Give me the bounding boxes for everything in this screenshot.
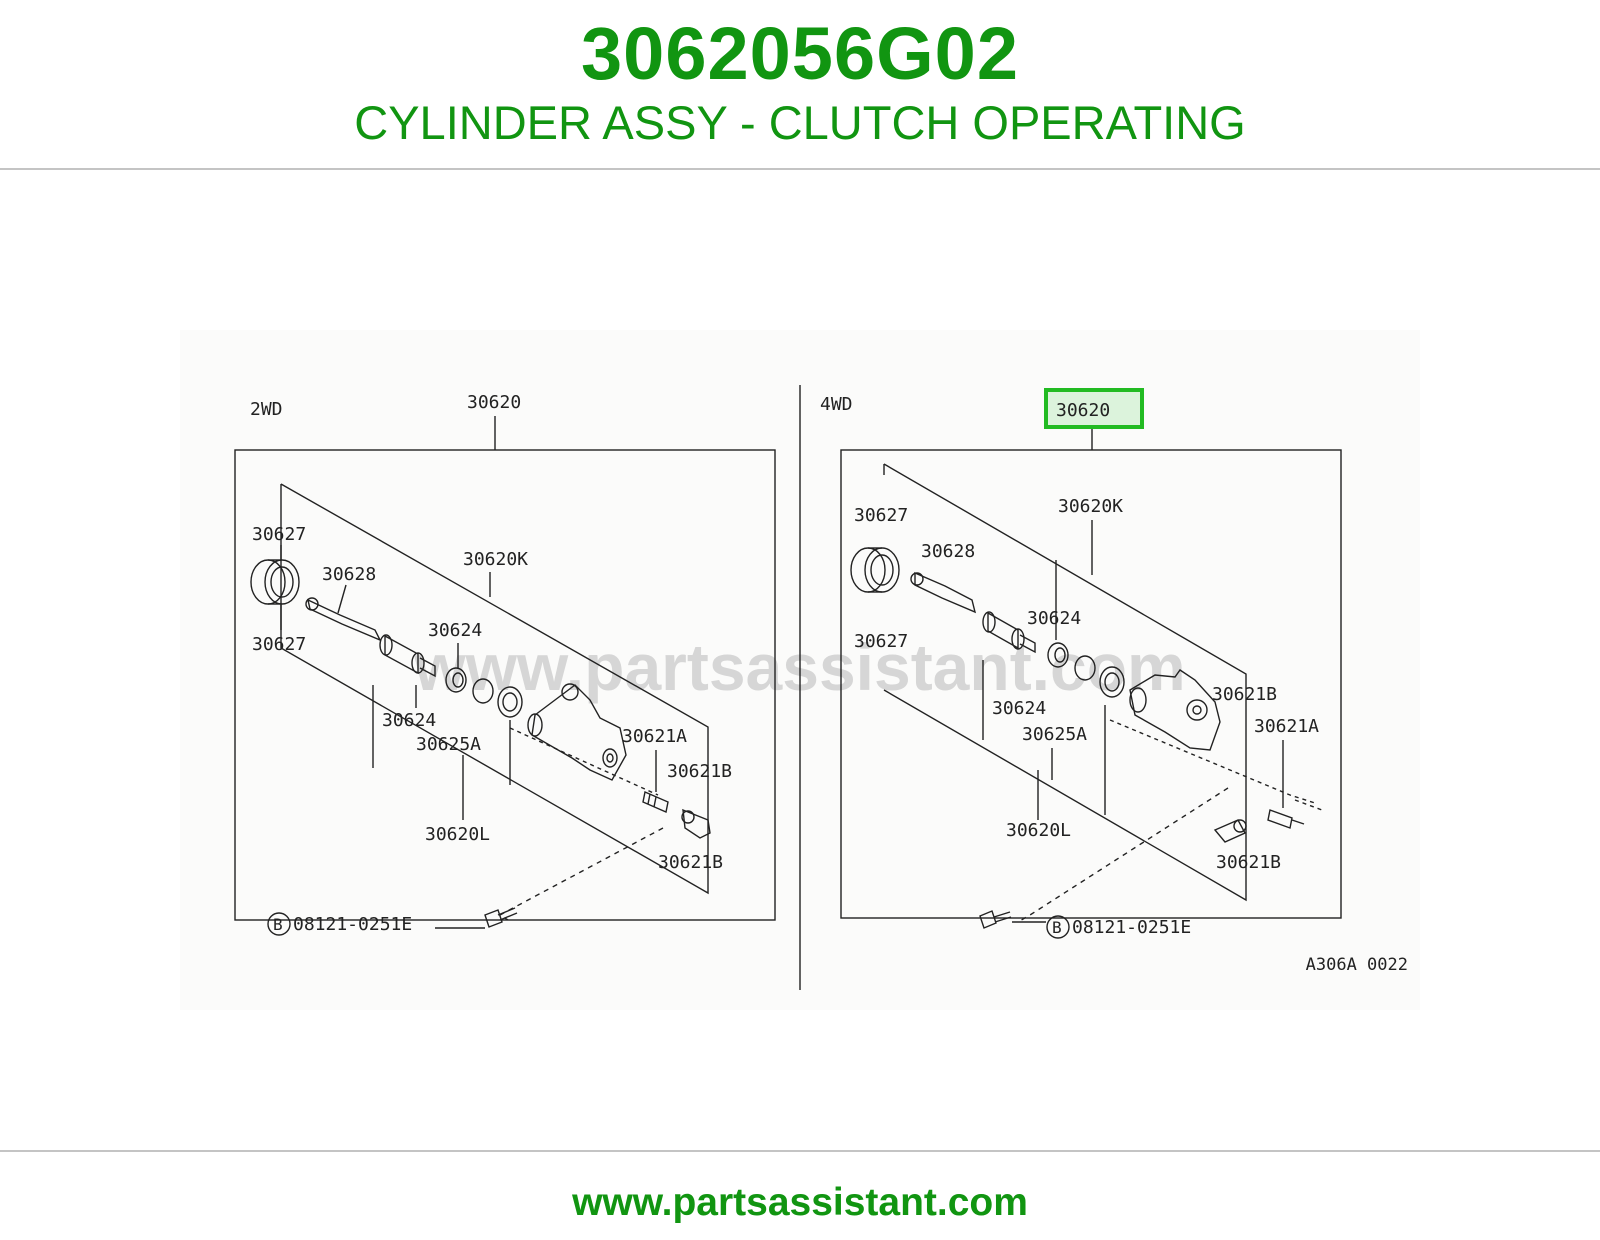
assembly-highlight-4wd[interactable] xyxy=(1044,388,1144,429)
part-name-subtitle: CYLINDER ASSY - CLUTCH OPERATING xyxy=(354,96,1246,149)
dust-boot-2wd[interactable] xyxy=(250,559,300,605)
cylinder-body-2wd[interactable] xyxy=(527,683,627,781)
label-piston-bottom-2wd[interactable]: 30624 xyxy=(382,710,436,731)
label-cup-4wd[interactable]: 30625A xyxy=(1022,724,1087,745)
assembly-label-2wd[interactable]: 30620 xyxy=(467,392,521,413)
label-bleeder-screw-4wd[interactable]: 30621A xyxy=(1254,716,1319,737)
assembly-label-4wd[interactable]: 30620 xyxy=(1056,400,1110,421)
panel-2wd: 2WD 30620 30627 30627 30628 xyxy=(234,392,776,936)
bleeder-cap-2wd[interactable] xyxy=(681,808,711,839)
bolt-marker-circle-4wd xyxy=(1046,915,1070,939)
figure-code: A306A 0022 xyxy=(1306,955,1408,975)
dust-boot-4wd[interactable] xyxy=(850,547,900,593)
assembly-frame-2wd xyxy=(234,449,776,921)
footer-divider xyxy=(0,1150,1600,1152)
label-bleeder-cap-top-4wd[interactable]: 30621B xyxy=(1212,684,1277,705)
assembly-frame-4wd xyxy=(840,449,1342,919)
kit-bracket-2wd xyxy=(280,483,709,895)
label-boot-top-4wd[interactable]: 30627 xyxy=(854,505,908,526)
label-piston-bottom-4wd[interactable]: 30624 xyxy=(992,698,1046,719)
label-boot-bottom-2wd[interactable]: 30627 xyxy=(252,634,306,655)
cup-seal-4wd[interactable] xyxy=(1099,666,1125,698)
bolt-marker-circle-2wd xyxy=(267,912,291,936)
variant-label-2wd: 2WD xyxy=(250,399,283,420)
label-boot-bottom-4wd[interactable]: 30627 xyxy=(854,631,908,652)
label-repair-kit-2wd[interactable]: 30620L xyxy=(425,824,490,845)
page-header: 3062056G02 CYLINDER ASSY - CLUTCH OPERAT… xyxy=(0,0,1600,168)
header-divider xyxy=(0,168,1600,170)
part-number-title: 3062056G02 xyxy=(581,12,1019,95)
bleeder-cap-4wd[interactable] xyxy=(1213,819,1247,843)
label-bleeder-screw-2wd[interactable]: 30621A xyxy=(622,726,687,747)
label-bleeder-cap-bottom-4wd[interactable]: 30621B xyxy=(1216,852,1281,873)
label-bleeder-cap-bottom-2wd[interactable]: 30621B xyxy=(658,852,723,873)
parts-diagram: www.partsassistant.com 2WD 30620 30627 3… xyxy=(180,330,1420,1010)
push-rod-2wd[interactable] xyxy=(305,597,382,642)
cup-seal-2wd[interactable] xyxy=(497,686,523,718)
seal-ring-4wd[interactable] xyxy=(1074,655,1096,681)
piston-4wd[interactable] xyxy=(982,611,1036,654)
piston-2wd[interactable] xyxy=(379,634,436,678)
label-boot-top-2wd[interactable]: 30627 xyxy=(252,524,306,545)
cylinder-body-4wd[interactable] xyxy=(1129,669,1221,751)
mounting-bolt-2wd[interactable] xyxy=(484,907,518,928)
bolt-part-2wd[interactable]: 08121-0251E xyxy=(293,914,412,935)
label-push-rod-2wd[interactable]: 30628 xyxy=(322,564,376,585)
label-kit-2wd[interactable]: 30620K xyxy=(463,549,528,570)
seal-ring-2wd[interactable] xyxy=(472,678,494,704)
label-push-rod-4wd[interactable]: 30628 xyxy=(921,541,975,562)
mounting-bolt-4wd[interactable] xyxy=(979,910,1012,929)
label-cup-2wd[interactable]: 30625A xyxy=(416,734,481,755)
panel-4wd: 4WD 30620 30627 30627 30628 xyxy=(820,388,1342,939)
bolt-marker-2wd: B xyxy=(273,915,283,934)
footer-website-link[interactable]: www.partsassistant.com xyxy=(572,1181,1028,1224)
bolt-marker-4wd: B xyxy=(1052,918,1062,937)
bleeder-screw-2wd[interactable] xyxy=(642,791,669,813)
bleeder-screw-4wd[interactable] xyxy=(1267,809,1305,829)
push-rod-4wd[interactable] xyxy=(910,571,977,614)
variant-label-4wd: 4WD xyxy=(820,394,853,415)
bolt-part-4wd[interactable]: 08121-0251E xyxy=(1072,917,1191,938)
piston-cup-2wd[interactable] xyxy=(445,667,467,693)
piston-cup-4wd[interactable] xyxy=(1047,642,1069,668)
label-bleeder-cap-top-2wd[interactable]: 30621B xyxy=(667,761,732,782)
kit-bracket-4wd xyxy=(883,463,1247,902)
label-kit-4wd[interactable]: 30620K xyxy=(1058,496,1123,517)
label-piston-top-2wd[interactable]: 30624 xyxy=(428,620,482,641)
label-repair-kit-4wd[interactable]: 30620L xyxy=(1006,820,1071,841)
label-piston-top-4wd[interactable]: 30624 xyxy=(1027,608,1081,629)
